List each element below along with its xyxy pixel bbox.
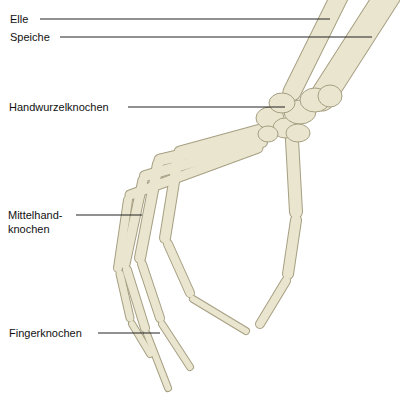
bone-outline [162, 324, 190, 367]
carpal-bone [286, 124, 310, 142]
bone [180, 128, 268, 152]
part-label: Handwurzelknochen [9, 100, 109, 114]
part-label: Fingerknochen [9, 326, 82, 340]
bone [127, 270, 145, 328]
bone [322, 0, 388, 98]
bone [288, 220, 296, 274]
bone-outline [193, 299, 246, 331]
bone [260, 281, 286, 324]
carpal-bone [258, 126, 278, 142]
bone-outline [168, 244, 190, 293]
bone-outline [288, 220, 296, 274]
bone [292, 140, 296, 212]
bone-outline [147, 334, 168, 388]
leader-line [76, 215, 142, 216]
part-label: Speiche [10, 30, 50, 44]
part-label: Mittelhand- knochen [8, 208, 74, 236]
bone [165, 157, 178, 238]
carpal-bone [269, 93, 295, 113]
leader-line [40, 19, 330, 20]
bone [193, 299, 246, 331]
bone [168, 244, 190, 293]
leader-line [98, 333, 160, 334]
bone [142, 264, 160, 318]
leader-lines [40, 19, 372, 333]
bone-outline [142, 264, 160, 318]
leader-line [128, 107, 285, 108]
bone-outline [292, 140, 296, 212]
part-label: Elle [10, 12, 28, 26]
bone [162, 324, 190, 367]
bone [147, 334, 168, 388]
bones [118, 0, 388, 388]
bone [140, 164, 158, 258]
carpal-bone [318, 85, 342, 107]
leader-line [60, 37, 372, 38]
bone-outline [260, 281, 286, 324]
